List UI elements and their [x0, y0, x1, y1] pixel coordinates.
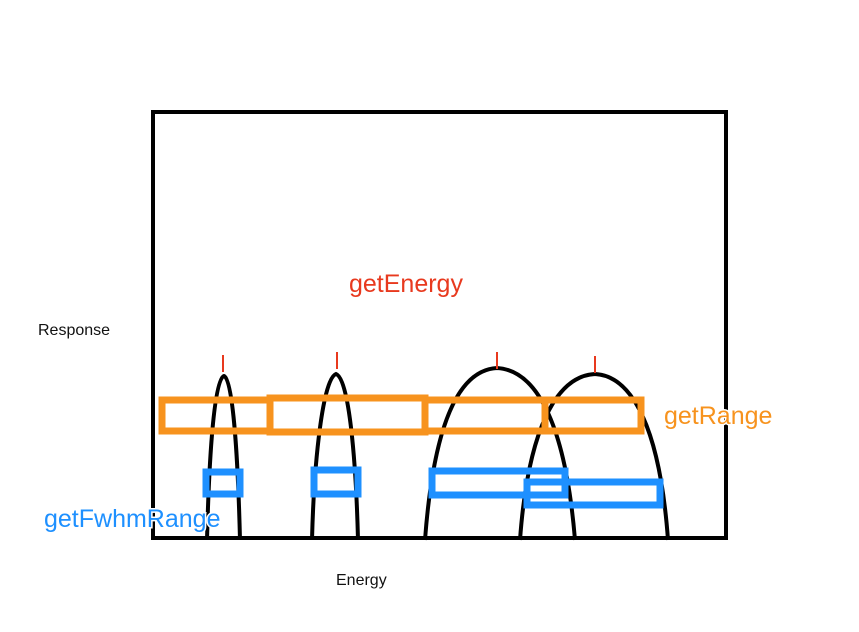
fwhm-box-4	[523, 478, 664, 509]
range-box-4	[541, 396, 645, 435]
peak-curve-4	[518, 371, 670, 541]
peak-curve-1	[205, 373, 242, 541]
x-axis-label: Energy	[336, 572, 387, 589]
fwhm-box-2	[310, 466, 362, 498]
get-range-label: getRange	[664, 402, 772, 430]
get-energy-label: getEnergy	[349, 270, 463, 298]
fwhm-box-1	[202, 468, 244, 498]
y-axis-label: Response	[38, 322, 110, 339]
get-fwhm-range-label: getFwhmRange	[44, 505, 220, 533]
peak-curve-3	[423, 365, 577, 541]
plot-frame	[151, 110, 728, 540]
